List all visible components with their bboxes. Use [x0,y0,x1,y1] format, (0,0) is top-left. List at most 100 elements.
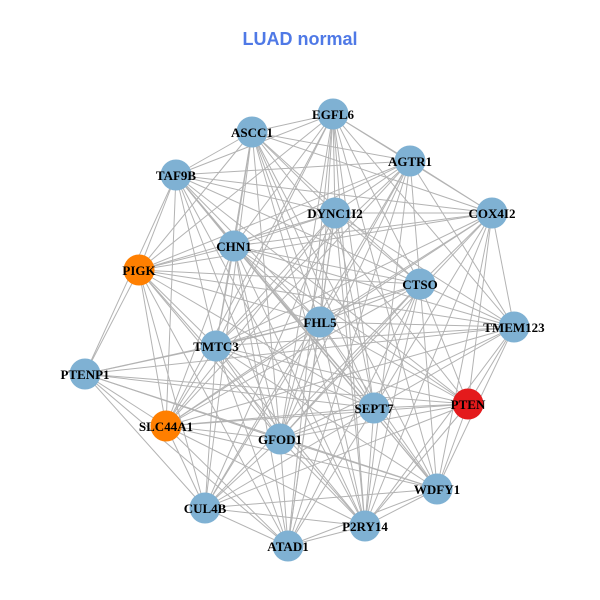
edge-taf9b-cox4i2 [175,174,493,214]
edge-cox4i2-pten [467,212,493,405]
node-label: TMEM123 [483,320,545,335]
edge-pten-cul4b [204,403,469,509]
node-taf9b: TAF9B [156,159,197,191]
node-circle [476,197,508,229]
edge-slc44a1-gfod1 [165,425,281,440]
edge-fhl5-p2ry14 [319,321,366,527]
edge-pigk-atad1 [138,269,289,547]
edge-slc44a1-p2ry14 [165,425,366,527]
edge-ctso-tmem123 [419,283,515,328]
edge-sept7-wdfy1 [373,407,438,490]
node-circle [150,410,182,442]
node-circle [272,530,304,562]
edge-sept7-cul4b [204,407,375,509]
edge-pigk-ctso [138,269,421,285]
edge-ptenp1-sept7 [84,373,375,409]
edge-tmtc3-sept7 [215,345,375,409]
node-label: CHN1 [216,239,251,254]
node-dync1i2: DYNC1I2 [307,197,363,229]
edge-chn1-slc44a1 [165,245,235,427]
edge-cul4b-p2ry14 [204,507,366,527]
node-label: ASCC1 [231,125,273,140]
edge-ptenp1-pten [84,373,469,405]
edge-ascc1-pigk [138,131,253,271]
node-label: DYNC1I2 [307,206,363,221]
edge-agtr1-fhl5 [319,160,411,323]
node-circle [123,254,155,286]
edge-cox4i2-pigk [138,212,493,271]
edge-egfl6-slc44a1 [165,113,334,427]
edge-taf9b-dync1i2 [175,174,336,214]
edge-fhl5-atad1 [287,321,321,547]
node-ctso: CTSO [402,268,438,300]
diagram-title: LUAD normal [242,29,358,49]
edge-ctso-slc44a1 [165,283,421,427]
node-label: GFOD1 [258,432,302,447]
node-wdfy1: WDFY1 [414,473,460,505]
edge-ctso-cul4b [204,283,421,509]
edge-chn1-wdfy1 [233,245,438,490]
node-circle [349,510,381,542]
edge-pten-p2ry14 [364,403,469,527]
edge-chn1-atad1 [233,245,289,547]
edge-ctso-pten [419,283,469,405]
edge-wdfy1-cul4b [204,488,438,509]
edge-cox4i2-chn1 [233,212,493,247]
edge-tmtc3-wdfy1 [215,345,438,490]
edge-tmem123-slc44a1 [165,326,515,427]
edge-ascc1-agtr1 [251,131,411,162]
node-label: TAF9B [156,168,197,183]
edge-chn1-tmem123 [233,245,515,328]
node-p2ry14: P2RY14 [342,510,388,542]
edge-egfl6-tmem123 [332,113,515,328]
node-circle [160,159,192,191]
edge-fhl5-gfod1 [279,321,321,440]
edge-pigk-fhl5 [138,269,321,323]
edge-fhl5-pten [319,321,469,405]
edge-egfl6-sept7 [332,113,375,409]
node-circle [304,306,336,338]
edge-chn1-p2ry14 [233,245,366,527]
edge-gfod1-cul4b [204,438,281,509]
node-circle [264,423,296,455]
node-circle [319,197,351,229]
edge-taf9b-pigk [138,174,177,271]
edge-slc44a1-atad1 [165,425,289,547]
node-label: COX4I2 [469,206,516,221]
edge-tmem123-ptenp1 [84,326,515,375]
node-pigk: PIGK [122,254,156,286]
node-label: P2RY14 [342,519,388,534]
node-label: FHL5 [303,315,337,330]
edge-taf9b-ctso [175,174,421,285]
node-cox4i2: COX4I2 [469,197,516,229]
node-circle [69,358,101,390]
edge-agtr1-cox4i2 [409,160,493,214]
node-circle [394,145,426,177]
edge-ascc1-sept7 [251,131,375,409]
edge-tmtc3-ptenp1 [84,345,217,375]
edge-sept7-slc44a1 [165,407,375,427]
node-label: ATAD1 [267,539,308,554]
edge-dync1i2-chn1 [233,212,336,247]
edge-ptenp1-atad1 [84,373,289,547]
edge-agtr1-p2ry14 [364,160,411,527]
edge-pigk-sept7 [138,269,375,409]
node-egfl6: EGFL6 [312,98,354,130]
edge-cox4i2-tmtc3 [215,212,493,347]
edge-agtr1-taf9b [175,160,411,176]
edge-agtr1-pigk [138,160,411,271]
node-circle [404,268,436,300]
edge-chn1-tmtc3 [215,245,235,347]
node-label: EGFL6 [312,107,354,122]
node-label: WDFY1 [414,482,460,497]
edge-pigk-tmtc3 [138,269,217,347]
node-label: PTEN [451,397,486,412]
edge-sept7-atad1 [287,407,375,547]
edge-ctso-wdfy1 [419,283,438,490]
edge-gfod1-atad1 [279,438,289,547]
edge-egfl6-pigk [138,113,334,271]
edge-agtr1-tmem123 [409,160,515,328]
edge-agtr1-tmtc3 [215,160,411,347]
